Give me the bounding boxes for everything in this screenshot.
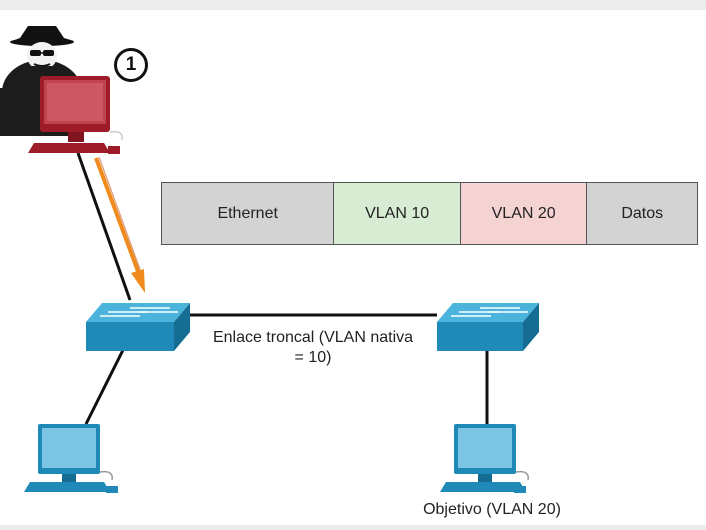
frame-field-vlan-10: VLAN 10 (334, 183, 461, 244)
attack-arrow (94, 156, 145, 293)
attacker-pc-icon (28, 76, 123, 154)
attacker-link (76, 152, 132, 301)
frame-field-ethernet: Ethernet (162, 183, 335, 244)
target-pc-label: Objetivo (VLAN 20) (423, 501, 561, 518)
target-pc-icon (440, 424, 529, 493)
trunk-label-line: = 10) (294, 349, 332, 366)
right-switch-icon (437, 303, 539, 351)
left-pc-icon (24, 424, 118, 493)
frame-field-datos: Datos (587, 183, 698, 244)
frame-field-vlan-20: VLAN 20 (460, 183, 588, 244)
left-pc-link (84, 339, 130, 425)
trunk-label-line: Enlace troncal (VLAN nativa (212, 329, 414, 346)
left-switch-icon (86, 303, 190, 351)
network-diagram (0, 26, 539, 493)
step-number-badge: 1 (114, 48, 148, 82)
trunk-link-label: Enlace troncal (VLAN nativa = 10) (198, 328, 428, 368)
